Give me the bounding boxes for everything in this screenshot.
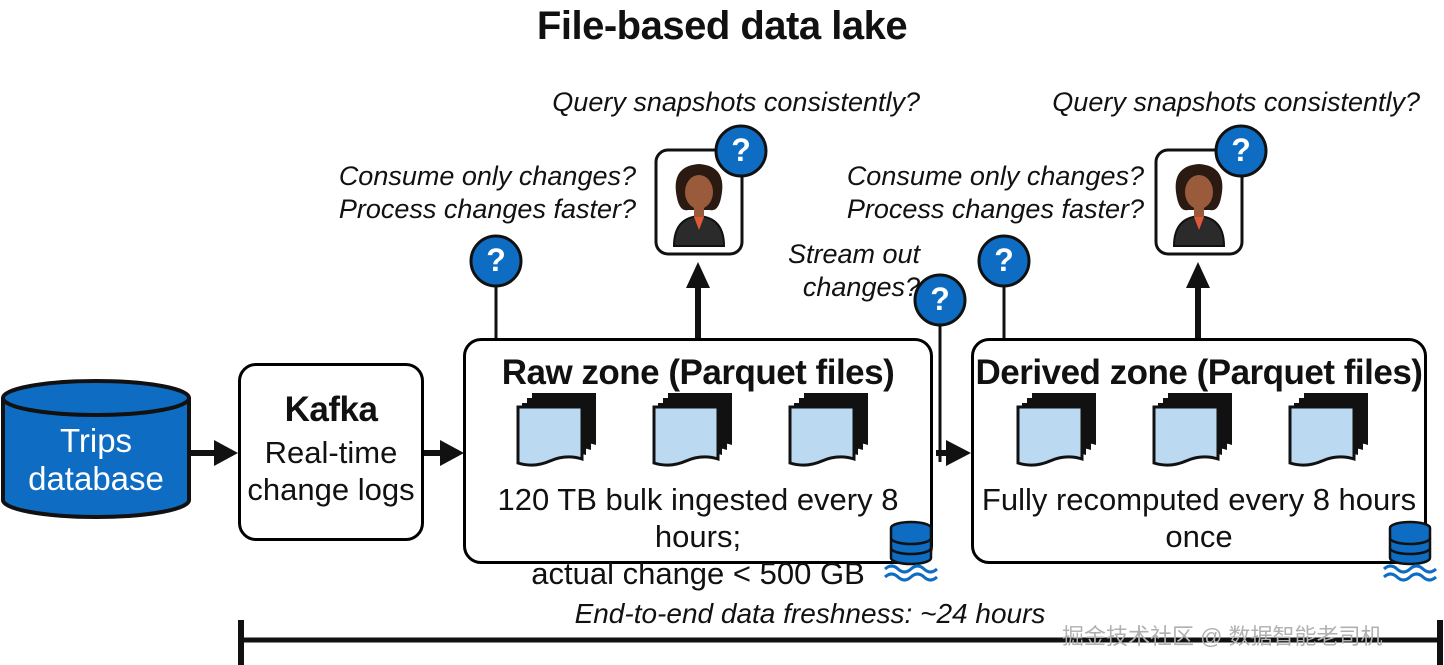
note-consume-derived-2: Process changes faster? — [846, 194, 1144, 224]
derived-zone-title: Derived zone (Parquet files) — [975, 353, 1423, 392]
trips-database-label-1: Trips — [59, 422, 133, 459]
qmark-consume-derived: ? — [994, 242, 1014, 278]
file-stack-icon-raw-1 — [516, 391, 598, 467]
note-query-raw: Query snapshots consistently? — [552, 87, 920, 117]
diagram-title: File-based data lake — [536, 4, 908, 48]
derived-zone-desc-2: once — [1165, 519, 1233, 554]
arrow-kafka-to-raw — [423, 440, 464, 466]
raw-zone-desc-1: 120 TB bulk ingested every 8 hours; — [497, 482, 899, 554]
watermark: 掘金技术社区 @ 数据智能老司机 — [1062, 624, 1383, 649]
note-consume-derived-1: Consume only changes? — [846, 161, 1144, 191]
file-stack-icon-derived-2 — [1152, 391, 1234, 467]
arrow-db-to-kafka — [190, 440, 238, 466]
trips-database-label-2: database — [28, 460, 164, 497]
qmark-query-raw: ? — [731, 132, 751, 168]
raw-zone-title: Raw zone (Parquet files) — [501, 353, 895, 392]
note-stream-out-1: Stream out — [787, 239, 920, 269]
storage-stack-icon-raw — [883, 520, 939, 582]
arrow-raw-to-derived — [936, 440, 971, 466]
freshness-timeline — [238, 620, 1443, 665]
note-consume-raw: Consume only changes? Process changes fa… — [330, 160, 636, 226]
database-cylinder-icon — [1, 379, 191, 519]
note-stream-out: Stream out changes? — [760, 238, 920, 304]
arrow-raw-to-user — [686, 262, 710, 338]
raw-zone-desc-2: actual change < 500 GB — [531, 556, 865, 591]
storage-stack-icon-derived — [1382, 520, 1438, 582]
note-consume-raw-2: Process changes faster? — [338, 194, 636, 224]
qmark-stream: ? — [930, 281, 950, 317]
file-stack-icon-derived-1 — [1016, 391, 1098, 467]
note-consume-raw-1: Consume only changes? — [338, 161, 636, 191]
qmark-consume-raw: ? — [486, 242, 506, 278]
kafka-title: Kafka — [284, 390, 378, 429]
note-query-derived: Query snapshots consistently? — [1052, 87, 1420, 117]
derived-zone-desc-1: Fully recomputed every 8 hours — [981, 482, 1417, 517]
kafka-desc-2: change logs — [247, 472, 415, 507]
trips-database: Trips database — [3, 422, 189, 498]
qmark-query-derived: ? — [1231, 132, 1251, 168]
kafka-desc-1: Real-time — [264, 435, 398, 470]
file-stack-icon-raw-2 — [652, 391, 734, 467]
freshness-label: End-to-end data freshness: ~24 hours — [574, 598, 1046, 629]
file-stack-icon-derived-3 — [1288, 391, 1370, 467]
arrow-derived-to-user — [1186, 262, 1210, 338]
kafka-box: Kafka Real-time change logs — [238, 363, 424, 541]
file-stack-icon-raw-3 — [788, 391, 870, 467]
note-stream-out-2: changes? — [802, 272, 920, 302]
note-consume-derived: Consume only changes? Process changes fa… — [838, 160, 1144, 226]
